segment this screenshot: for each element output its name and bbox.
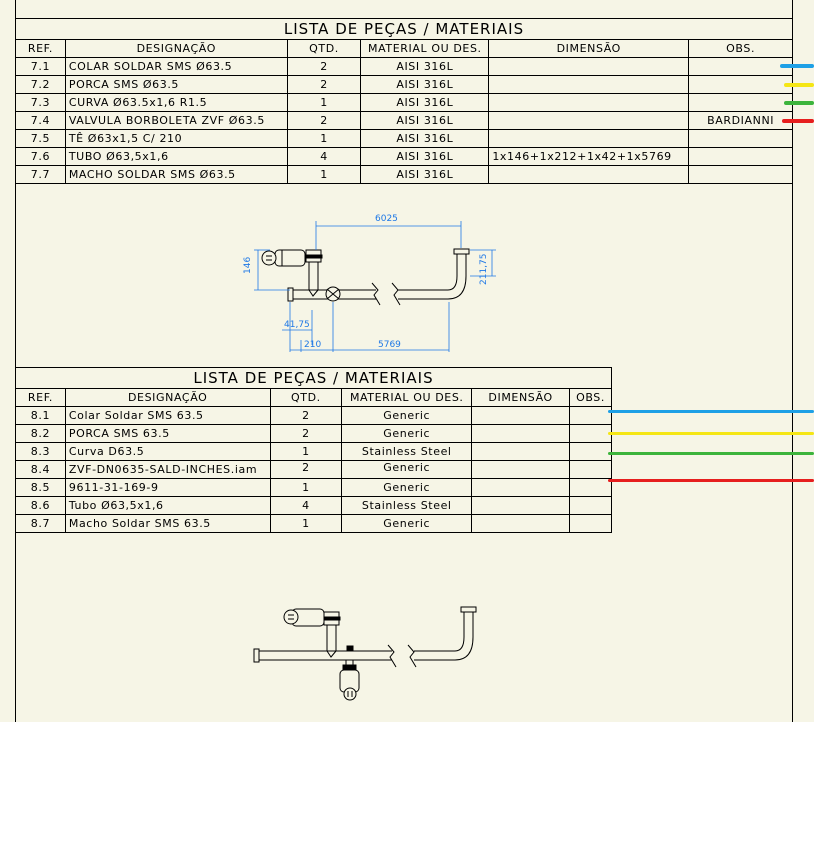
cell-material: AISI 316L xyxy=(360,111,490,130)
cell-material: Generic xyxy=(341,460,473,479)
cell-designation: CURVA Ø63.5x1,6 R1.5 xyxy=(64,93,288,112)
col-header-obs: OBS. xyxy=(569,388,612,407)
cell-dimension xyxy=(488,165,690,184)
cell-designation: PORCA SMS Ø63.5 xyxy=(64,75,288,94)
cell-ref: 8.4 xyxy=(15,460,66,479)
leader-line-green xyxy=(784,101,814,105)
dim-210: 210 xyxy=(304,340,321,350)
cell-obs xyxy=(688,165,793,184)
dimension-labels: 6025 146 211,75 41,75 210 5769 xyxy=(243,214,489,350)
cell-ref: 7.7 xyxy=(15,165,66,184)
dim-146: 146 xyxy=(243,257,253,274)
cell-designation: TUBO Ø63,5x1,6 xyxy=(64,147,288,166)
piping-drawings: 6025 146 211,75 41,75 210 5769 xyxy=(243,214,496,701)
cell-ref: 7.2 xyxy=(15,75,66,94)
leader-line-yellow xyxy=(608,432,814,435)
dim-211-75: 211,75 xyxy=(479,254,489,286)
cell-designation: MACHO SOLDAR SMS Ø63.5 xyxy=(64,165,288,184)
leader-line-yellow xyxy=(784,83,814,87)
cell-ref: 8.1 xyxy=(15,406,66,425)
dimension-lines xyxy=(254,221,496,352)
leader-line-red xyxy=(782,119,814,123)
cell-ref: 8.5 xyxy=(15,478,66,497)
dim-41-75: 41,75 xyxy=(284,320,310,330)
parts-list-title: LISTA DE PEÇAS / MATERIAIS xyxy=(15,18,793,40)
cell-material: AISI 316L xyxy=(360,165,490,184)
cell-ref: 8.7 xyxy=(15,514,66,533)
leader-line-green xyxy=(608,452,814,455)
leader-line-blue xyxy=(608,410,814,413)
cell-ref: 7.1 xyxy=(15,57,66,76)
table-header-row: REF. DESIGNAÇÃO QTD. MATERIAL OU DES. DI… xyxy=(15,39,793,58)
sheet-border-left xyxy=(15,0,16,722)
col-header-material: MATERIAL OU DES. xyxy=(341,388,473,407)
cell-designation: Colar Soldar SMS 63.5 xyxy=(64,406,271,425)
col-header-dimension: DIMENSÃO xyxy=(471,388,571,407)
cell-material: Stainless Steel xyxy=(341,442,473,461)
cell-obs xyxy=(569,514,612,533)
parts-list-table-1: LISTA DE PEÇAS / MATERIAIS REF. DESIGNAÇ… xyxy=(15,18,793,184)
cell-qty: 1 xyxy=(269,514,343,533)
cell-designation: PORCA SMS 63.5 xyxy=(64,424,271,443)
cell-obs: BARDIANNI xyxy=(688,111,793,130)
parts-list-table-2: LISTA DE PEÇAS / MATERIAIS REF. DESIGNAÇ… xyxy=(15,367,612,533)
dimensioned-pipe-view xyxy=(261,248,470,306)
leader-line-blue xyxy=(780,64,814,68)
drawing-sheet: LISTA DE PEÇAS / MATERIAIS REF. DESIGNAÇ… xyxy=(0,0,814,722)
dim-5769: 5769 xyxy=(378,340,401,350)
cell-material: Generic xyxy=(341,424,473,443)
col-header-designation: DESIGNAÇÃO xyxy=(64,39,288,58)
dim-6025: 6025 xyxy=(375,214,398,224)
cell-ref: 7.3 xyxy=(15,93,66,112)
cell-designation: Macho Soldar SMS 63.5 xyxy=(64,514,271,533)
pipe-assembly-view xyxy=(253,606,477,701)
sheet-border-right xyxy=(792,0,793,722)
leader-line-red xyxy=(608,479,814,482)
parts-list-title: LISTA DE PEÇAS / MATERIAIS xyxy=(15,367,612,389)
cell-material: Generic xyxy=(341,514,473,533)
